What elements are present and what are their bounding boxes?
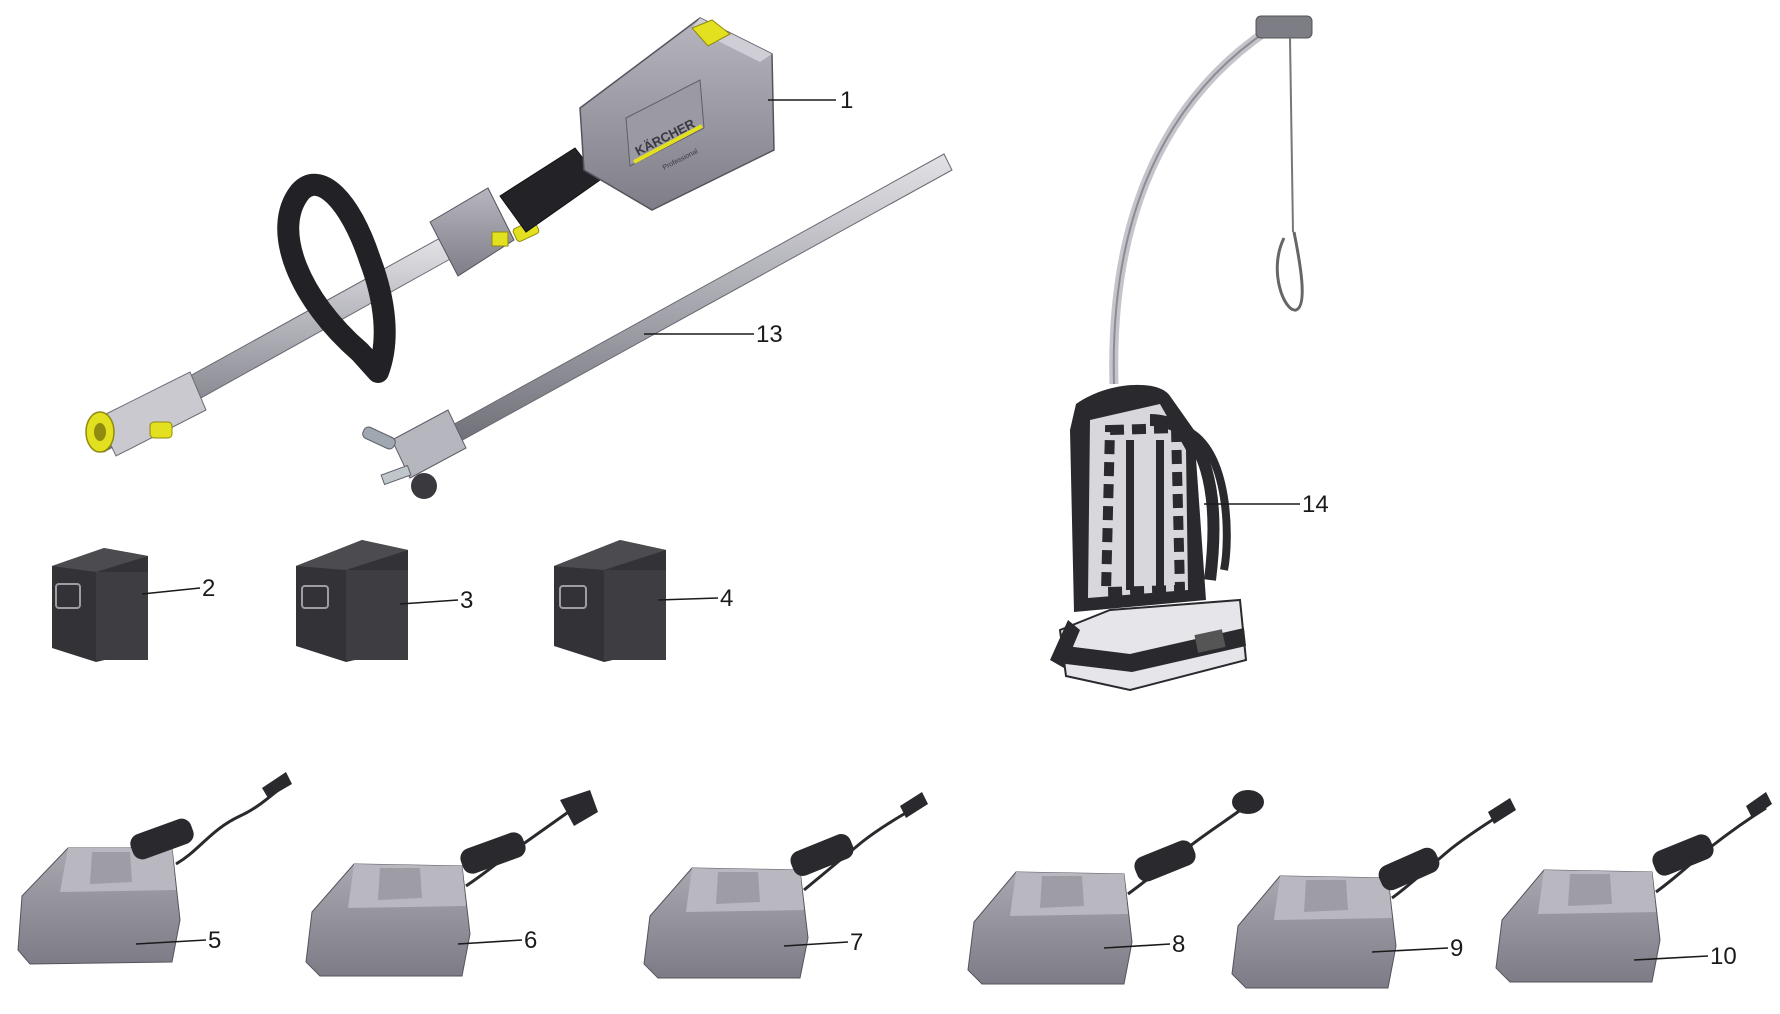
leader-line-9 <box>1371 947 1449 953</box>
power-unit-illustration: KÄRCHER Professional <box>85 17 775 457</box>
extension-shaft-illustration <box>362 153 953 499</box>
callout-4: 4 <box>720 585 733 612</box>
leader-line-5 <box>135 939 207 945</box>
callout-10: 10 <box>1710 943 1737 970</box>
battery-4 <box>554 540 666 662</box>
callouts: 1 13 14 2 3 4 5 6 7 8 9 10 <box>135 87 1737 970</box>
callout-3: 3 <box>460 587 473 614</box>
callout-8: 8 <box>1172 931 1185 958</box>
leader-line-2 <box>141 587 201 595</box>
charger-9 <box>1231 798 1516 989</box>
leader-line-3 <box>399 599 459 605</box>
callout-7: 7 <box>850 929 863 956</box>
callout-5: 5 <box>208 927 221 954</box>
callout-13: 13 <box>756 321 783 348</box>
leader-line-8 <box>1103 943 1171 949</box>
leader-line-4 <box>657 597 719 601</box>
leader-line-6 <box>457 939 523 945</box>
charger-7 <box>643 792 928 979</box>
leader-line-10 <box>1633 955 1709 961</box>
backpack-harness-illustration <box>1050 15 1313 692</box>
charger-5 <box>17 772 292 965</box>
charger-10 <box>1495 792 1772 983</box>
callout-1: 1 <box>840 87 853 114</box>
battery-3 <box>296 540 408 662</box>
battery-2 <box>52 548 148 662</box>
callout-6: 6 <box>524 927 537 954</box>
leader-line-7 <box>783 941 849 947</box>
callout-9: 9 <box>1450 935 1463 962</box>
callout-2: 2 <box>202 575 215 602</box>
callout-14: 14 <box>1302 491 1329 518</box>
charger-6 <box>305 790 598 977</box>
charger-8 <box>967 790 1264 985</box>
